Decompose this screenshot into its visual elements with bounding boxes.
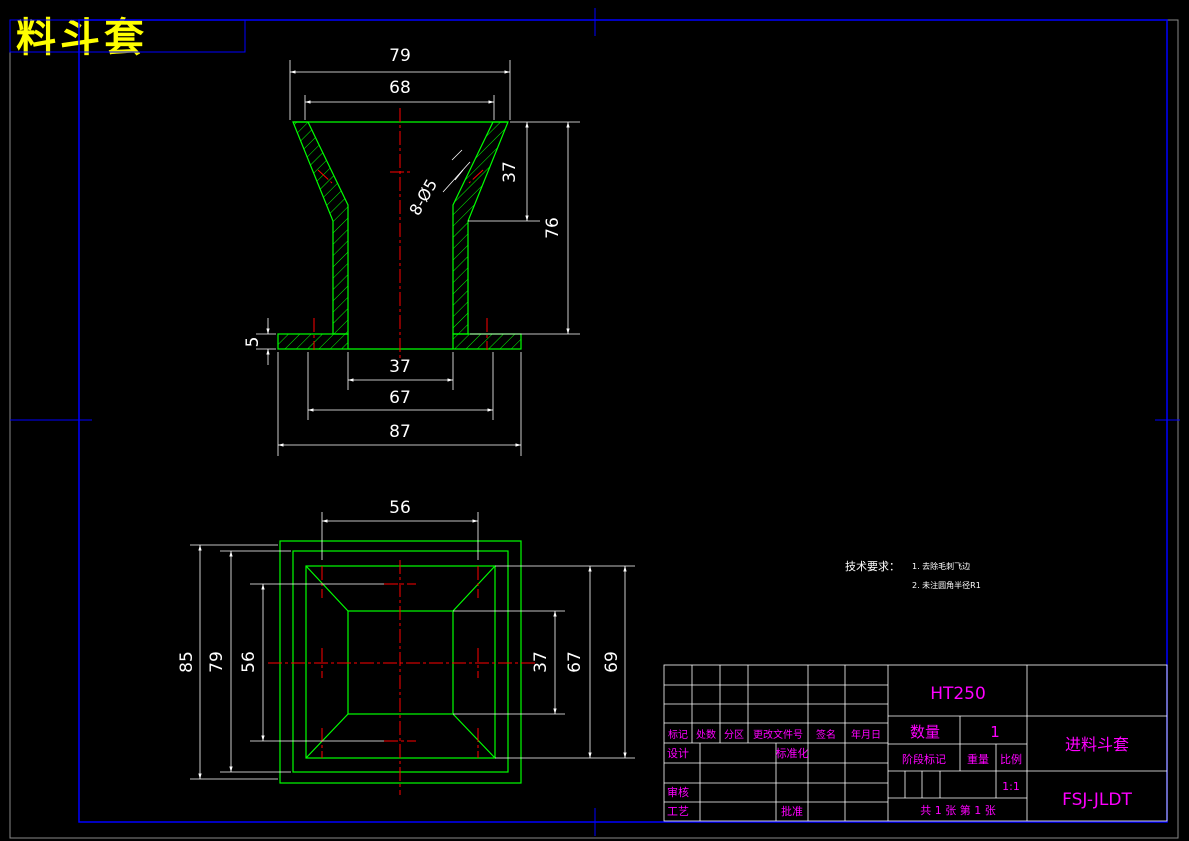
- row-label-mark: 标记: [668, 729, 688, 741]
- process-label: 工艺: [667, 805, 689, 818]
- weight-label: 重量: [967, 752, 989, 766]
- top-dimension-texts: 56 85 79 56 37 67 69: [177, 498, 622, 673]
- sheet-info: 共 1 张 第 1 张: [920, 803, 995, 817]
- dim-bore: 37: [389, 357, 411, 377]
- row-label-zone: 分区: [724, 729, 744, 741]
- dim-top-outer: 79: [389, 46, 411, 66]
- row-label-sign: 签名: [816, 728, 836, 741]
- dim-top-inner: 68: [389, 78, 411, 98]
- front-dimension-lines: [256, 60, 580, 456]
- tech-requirements: 技术要求： 1. 去除毛刺飞边 2. 未注圆角半径R1: [845, 560, 981, 590]
- approve-label: 批准: [781, 804, 803, 818]
- dim-hole-spec: 8-Ø5: [405, 176, 441, 219]
- tech-req-item-1: 1. 去除毛刺飞边: [912, 561, 970, 571]
- tech-req-item-2: 2. 未注圆角半径R1: [912, 580, 981, 590]
- title-block-grid: [663, 664, 1168, 822]
- front-dimension-texts: 79 68 37 76 5 8-Ø5 37 67 87: [243, 46, 563, 442]
- dim-outer-height: 85: [177, 651, 197, 673]
- quantity-label: 数量: [910, 723, 940, 741]
- top-view: 56 85 79 56 37 67 69: [177, 498, 635, 795]
- stage-label: 阶段标记: [902, 752, 946, 766]
- tech-req-heading: 技术要求：: [845, 560, 900, 573]
- dim-flange-thickness: 5: [243, 337, 263, 348]
- review-label: 审核: [667, 785, 689, 799]
- dim-cone-height: 37: [500, 161, 520, 183]
- design-label: 设计: [667, 747, 689, 760]
- standardize-label: 标准化: [776, 746, 809, 760]
- drawing-number: FSJ-JLDT: [1062, 790, 1132, 810]
- top-centerlines: [268, 560, 535, 795]
- outer-border: [9, 19, 1179, 839]
- part-name: 进料斗套: [1065, 735, 1129, 754]
- dim-inner-height: 56: [239, 651, 259, 673]
- front-view: 79 68 37 76 5 8-Ø5 37 67 87: [243, 46, 580, 456]
- dim-bore-height: 37: [531, 651, 551, 673]
- scale-value: 1:1: [1002, 780, 1020, 793]
- dim-mid-height: 79: [207, 651, 227, 673]
- title-block: HT250 数量 1 进料斗套 FSJ-JLDT 标记 处数 分区 更改文件号 …: [663, 664, 1168, 822]
- title-label-box: [9, 19, 246, 53]
- quantity-value: 1: [990, 723, 1000, 741]
- drawing-title: 料斗套: [16, 15, 148, 61]
- row-label-change-doc: 更改文件号: [753, 728, 803, 741]
- dim-neck-outer: 67: [389, 388, 411, 408]
- row-label-count: 处数: [696, 728, 716, 741]
- title-block-texts: HT250 数量 1 进料斗套 FSJ-JLDT 标记 处数 分区 更改文件号 …: [667, 684, 1132, 818]
- scale-label: 比例: [1000, 752, 1022, 766]
- dim-flange-width: 87: [389, 422, 411, 442]
- row-label-date: 年月日: [851, 728, 881, 741]
- top-dimension-lines: [190, 512, 635, 780]
- front-centerlines: [313, 108, 488, 358]
- sheet-frame: [9, 8, 1180, 839]
- material: HT250: [930, 684, 986, 704]
- inner-border: [78, 19, 1168, 823]
- dim-total-height: 76: [543, 217, 563, 239]
- center-marks: [10, 8, 1180, 836]
- dim-right-outer: 69: [602, 651, 622, 673]
- dim-right-mid: 67: [565, 651, 585, 673]
- dim-top-width: 56: [389, 498, 411, 518]
